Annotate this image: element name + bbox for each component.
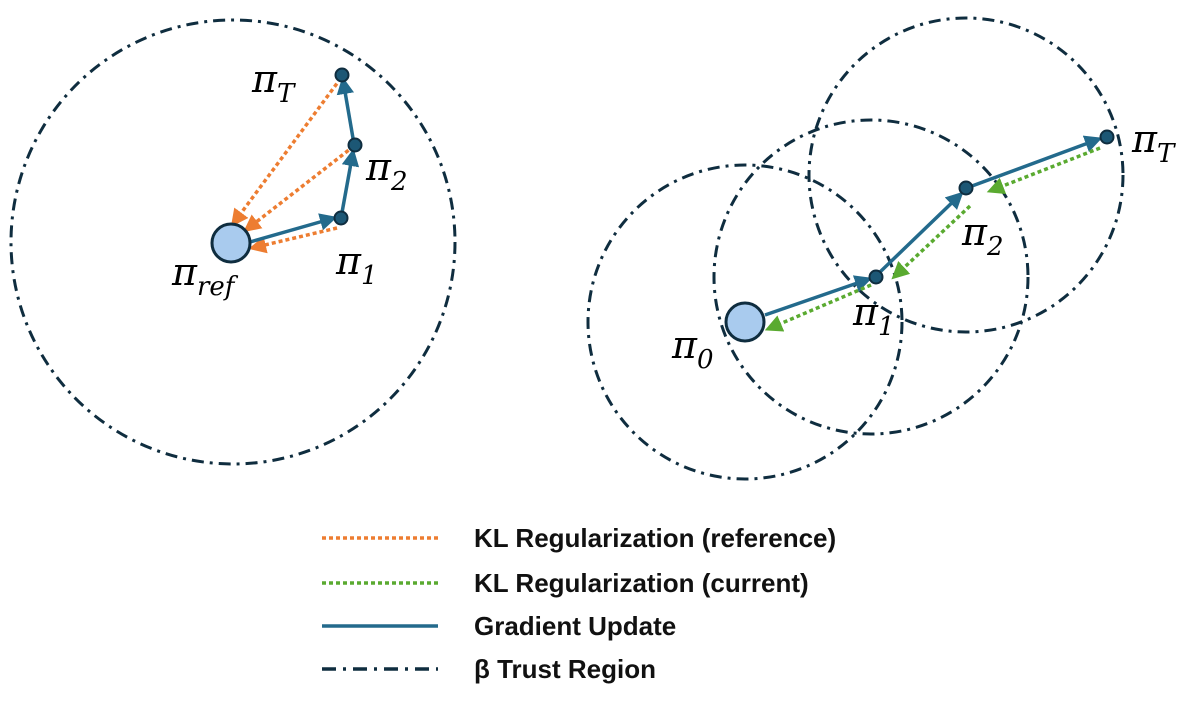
left-gradient-pi-2-to-pi-T <box>336 76 356 145</box>
right-kl-cur-arrow-pi-T-to-pi-2 <box>986 146 1101 195</box>
right-kl-cur-arrow-pi-1-to-pi-0 <box>764 283 872 332</box>
right-label-pi-0: π0 <box>671 323 714 375</box>
legend-label-trust-region: β Trust Region <box>474 654 656 684</box>
left-gradient-pi-1-to-pi-2 <box>339 148 360 219</box>
left-node-pi-1 <box>333 210 349 226</box>
legend-item-trust-region: β Trust Region <box>322 654 656 684</box>
right-gradient-pi-2-to-pi-T <box>971 135 1103 188</box>
legend-label-kl-reference: KL Regularization (reference) <box>474 523 836 553</box>
left-kl-ref-arrow-from-pi-T <box>230 76 343 227</box>
legend-item-kl-reference: KL Regularization (reference) <box>322 523 836 553</box>
right-node-pi-0 <box>724 301 766 343</box>
left-kl-ref-arrow-from-pi-1 <box>248 226 338 254</box>
left-panel: πT π2 π1 πref <box>9 18 457 466</box>
right-label-pi-T: πT <box>1131 117 1176 169</box>
left-label-pi-2: π2 <box>365 145 408 197</box>
legend: KL Regularization (reference) KL Regular… <box>322 523 836 684</box>
left-label-pi-ref: πref <box>171 250 239 302</box>
right-kl-cur-arrow-pi-2-to-pi-1 <box>891 204 972 280</box>
left-node-pi-ref <box>210 222 252 264</box>
left-kl-ref-arrow-from-pi-2 <box>243 144 356 233</box>
left-node-pi-T <box>334 67 350 83</box>
left-gradient-ref-to-pi-1 <box>249 213 338 244</box>
legend-label-gradient-update: Gradient Update <box>474 611 676 641</box>
right-label-pi-1: π1 <box>852 290 895 342</box>
left-label-pi-1: π1 <box>335 239 378 291</box>
left-label-pi-T: πT <box>251 57 296 109</box>
right-label-pi-2: π2 <box>961 210 1004 262</box>
right-gradient-pi-0-to-pi-1 <box>764 275 873 317</box>
right-trust-region-circle-2 <box>807 16 1125 334</box>
right-gradient-pi-1-to-pi-2 <box>878 191 964 274</box>
right-panel: π0 π1 π2 πT <box>586 16 1176 481</box>
legend-label-kl-current: KL Regularization (current) <box>474 568 809 598</box>
right-trust-region-circle-1 <box>712 118 1030 436</box>
right-trust-region-circle-0 <box>586 163 904 481</box>
right-node-pi-T <box>1099 129 1115 145</box>
legend-item-gradient-update: Gradient Update <box>322 611 676 641</box>
legend-item-kl-current: KL Regularization (current) <box>322 568 809 598</box>
right-node-pi-2 <box>958 180 974 196</box>
left-trust-region-circle <box>9 18 457 466</box>
right-node-pi-1 <box>868 269 884 285</box>
left-node-pi-2 <box>347 137 363 153</box>
